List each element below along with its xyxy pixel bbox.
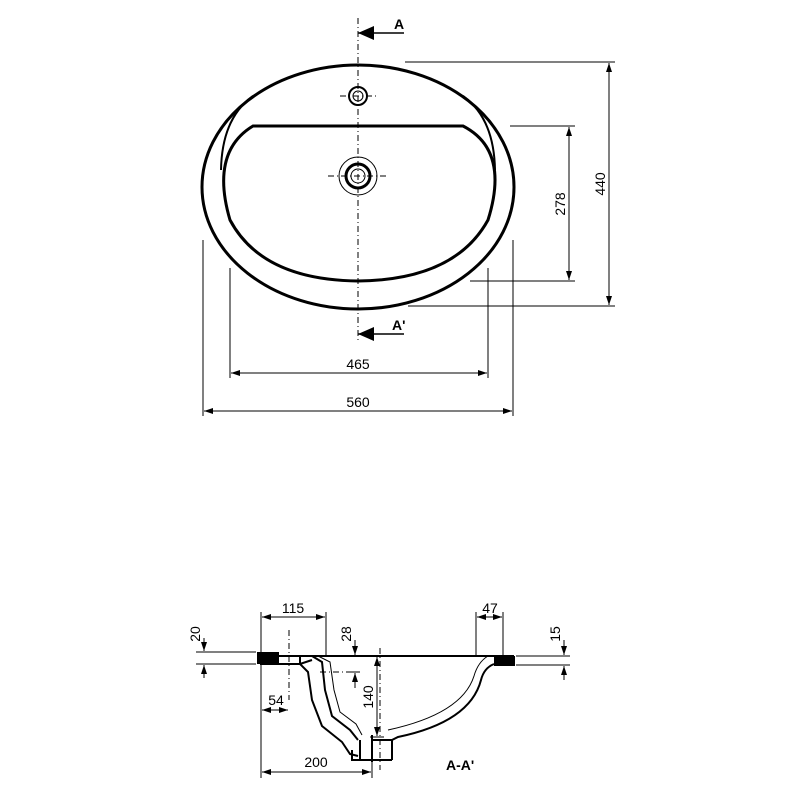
bowl-outer-shell <box>391 663 495 760</box>
drain-outlet <box>351 750 392 761</box>
left-flange <box>257 652 279 664</box>
dim-440-label: 440 <box>592 172 608 196</box>
dim-465-label: 465 <box>346 356 370 372</box>
plan-view: A A' 465 560 278 440 <box>200 16 615 416</box>
basin-inner-bowl <box>222 124 497 283</box>
dim-278-label: 278 <box>552 192 568 216</box>
dim-15-label: 15 <box>547 626 563 642</box>
section-arrow-a-prime: A' <box>358 317 405 341</box>
dim-28-label: 28 <box>338 626 354 642</box>
section-mark-a: A <box>394 16 404 32</box>
section-mark-a-prime: A' <box>392 317 405 333</box>
dim-560-label: 560 <box>346 394 370 410</box>
bowl-inner-shell <box>387 655 489 731</box>
dim-200-label: 200 <box>304 754 328 770</box>
dim-20-label: 20 <box>187 626 203 642</box>
basin-deck-line <box>220 95 496 171</box>
right-flange <box>494 655 514 665</box>
section-view: 115 47 20 28 15 140 54 200 A-A' <box>187 600 570 778</box>
section-arrow-a: A <box>358 16 404 40</box>
dim-140-label: 140 <box>360 685 376 709</box>
dim-54-label: 54 <box>268 692 284 708</box>
section-title: A-A' <box>446 757 474 773</box>
overflow-channel <box>299 656 359 757</box>
dim-115-label: 115 <box>282 600 305 616</box>
dim-47-label: 47 <box>482 600 498 616</box>
